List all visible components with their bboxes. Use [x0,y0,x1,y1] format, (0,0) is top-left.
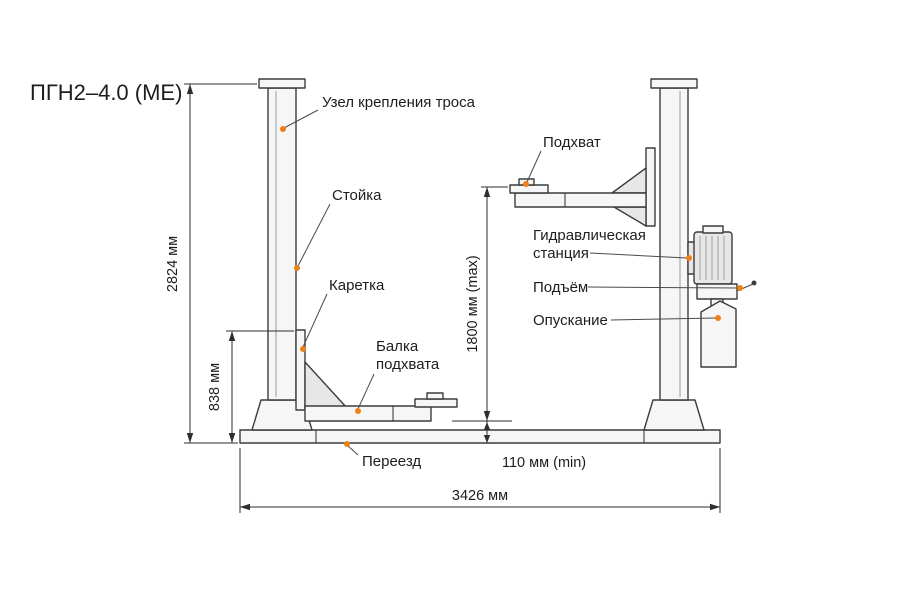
dimension-total-height: 2824 мм [165,83,257,444]
leader-line [283,109,319,129]
hydraulic-station [687,225,757,368]
carriage-gusset [304,361,348,409]
marker-dot [523,181,529,187]
label-text-pickup: Подхват [543,134,601,151]
post-cap [258,78,306,89]
label-hydraulic-station: Гидравлическая станция [533,227,692,262]
label-text-hydraulic-line1: Гидравлическая [533,227,646,244]
dim-text-min-height: 110 мм (min) [502,455,586,471]
left-carriage-arm [295,329,458,422]
leader-line [610,317,717,321]
dim-arrow [483,422,491,430]
dim-arrow [483,411,491,421]
dim-arrow [710,503,720,511]
label-beam: Балка подхвата [355,338,440,414]
dim-text-total-width: 3426 мм [452,488,508,504]
lever-knob [751,280,757,286]
marker-dot [355,408,361,414]
dim-arrow [483,435,491,443]
leader-line [357,373,375,410]
dim-arrow [483,187,491,197]
carriage-plate [645,147,656,227]
marker-dot [300,346,306,352]
pump-block [696,283,738,300]
arm-pad-plate [509,184,549,194]
dimension-total-width: 3426 мм [239,448,721,513]
post-body [659,87,689,401]
arm-upper-gusset [611,167,647,194]
label-raise: Подъём [533,279,743,296]
dim-arrow [186,84,194,94]
marker-dot [715,315,721,321]
marker-dot [686,255,692,261]
post-cap [650,78,698,89]
diagram-title: ПГН2–4.0 (МЕ) [30,80,182,105]
dim-arrow [228,331,236,341]
dimension-max-lift: 1800 мм (max) [452,186,512,422]
post-foot [643,399,705,431]
label-text-raise: Подъём [533,279,588,296]
label-post: Стойка [294,187,382,271]
dim-text-total-height: 2824 мм [165,236,181,292]
right-post [643,78,705,431]
leader-line [297,203,331,267]
marker-dot [280,126,286,132]
leader-line [526,150,542,183]
label-text-cable-unit: Узел крепления троса [322,94,476,111]
left-post [251,78,313,431]
label-text-hydraulic-line2: станция [533,245,589,262]
label-text-beam-line2: подхвата [376,356,440,373]
arm-pad-plate [414,398,458,408]
dim-arrow [186,433,194,443]
arm-lower-gusset [613,206,647,227]
arm-pad-top [426,392,444,400]
label-text-lower: Опускание [533,312,608,329]
label-lower: Опускание [533,312,721,329]
leader-line [302,293,328,348]
leader-line [589,252,688,259]
label-text-beam-line1: Балка [376,338,419,355]
dim-text-carriage-height: 838 мм [207,363,223,411]
marker-dot [294,265,300,271]
label-text-post: Стойка [332,187,382,204]
right-carriage-arm [509,147,656,227]
dim-arrow [240,503,250,511]
dimension-carriage-height: 838 мм [207,330,294,443]
lift-arm-beam [304,405,432,422]
oil-tank [700,300,737,368]
label-text-carriage: Каретка [329,277,385,294]
label-pickup: Подхват [523,134,601,187]
label-carriage: Каретка [300,277,385,352]
post-body [267,87,297,401]
leader-line [347,445,359,456]
dim-text-max-lift: 1800 мм (max) [465,255,481,352]
label-text-driveover: Переезд [362,453,421,470]
label-driveover: Переезд [344,441,421,470]
marker-dot [737,285,743,291]
lift-arm-beam [514,192,647,208]
base-frame [239,429,721,444]
dimension-min-height: 110 мм (min) [483,421,586,471]
marker-dot [344,441,350,447]
dim-arrow [228,433,236,443]
motor-cap [702,225,724,234]
carriage-plate [295,329,306,411]
label-cable-unit: Узел крепления троса [280,94,476,132]
leader-line [587,286,739,289]
floor-plate [239,429,721,444]
